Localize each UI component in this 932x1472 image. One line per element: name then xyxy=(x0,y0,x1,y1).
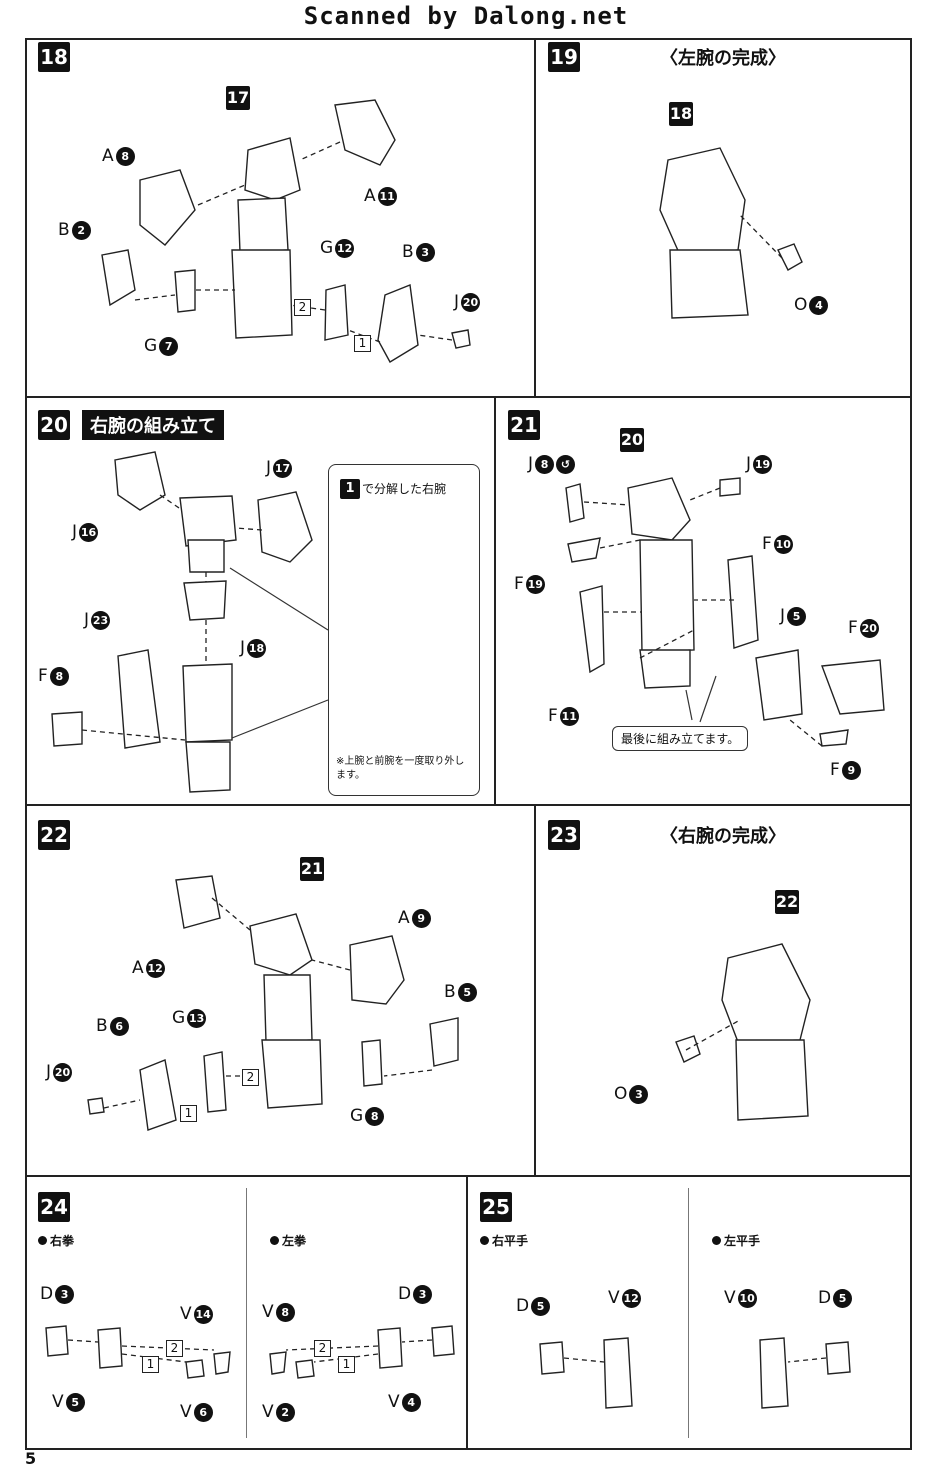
order-marker-1b: 1 xyxy=(180,1105,197,1122)
divider-v2 xyxy=(494,396,496,804)
order-marker-2b: 2 xyxy=(242,1069,259,1086)
step-19-title: 〈左腕の完成〉 xyxy=(660,48,786,69)
step-23-ref: 22 xyxy=(775,890,799,914)
step-24-number: 24 xyxy=(38,1192,70,1222)
order-marker-2c: 2 xyxy=(166,1340,183,1357)
divider-row1 xyxy=(25,396,910,398)
divider-v1 xyxy=(534,38,536,396)
watermark-text: Scanned by Dalong.net xyxy=(303,2,629,30)
callout-note: ※上腕と前腕を一度取り外します。 xyxy=(336,756,465,781)
step-20-number: 20 xyxy=(38,410,70,440)
order-marker-1c: 1 xyxy=(142,1356,159,1373)
divider-v4 xyxy=(466,1175,468,1448)
order-marker-2: 2 xyxy=(294,299,311,316)
step-21-ref: 20 xyxy=(620,428,644,452)
callout-right-arm-disassembled xyxy=(328,464,480,796)
sub-right-open-hand: 右平手 xyxy=(480,1232,528,1249)
page-number: 5 xyxy=(25,1449,37,1468)
step-23-number: 23 xyxy=(548,820,580,850)
step-22-number: 22 xyxy=(38,820,70,850)
step-22-ref: 21 xyxy=(300,857,324,881)
divider-v3 xyxy=(534,804,536,1175)
step-18-ref: 17 xyxy=(226,86,250,110)
step-19-number: 19 xyxy=(548,42,580,72)
step-19-ref: 18 xyxy=(669,102,693,126)
callout-ref: 1 xyxy=(340,479,360,499)
sub-right-fist: 右拳 xyxy=(38,1232,74,1249)
step-23-title: 〈右腕の完成〉 xyxy=(660,826,786,847)
step-18-number: 18 xyxy=(38,42,70,72)
instruction-sheet xyxy=(25,38,912,1450)
step-25-number: 25 xyxy=(480,1192,512,1222)
order-marker-1d: 1 xyxy=(338,1356,355,1373)
divider-row2 xyxy=(25,804,910,806)
step-21-number: 21 xyxy=(508,410,540,440)
step-21-note: 最後に組み立てます。 xyxy=(612,726,749,751)
order-marker-1: 1 xyxy=(354,335,371,352)
divider-v5-dashed xyxy=(246,1188,247,1438)
divider-v6-dashed xyxy=(688,1188,689,1438)
order-marker-2d: 2 xyxy=(314,1340,331,1357)
callout-title: で分解した右腕 xyxy=(362,482,447,496)
sub-left-fist: 左拳 xyxy=(270,1232,306,1249)
step-20-title: 右腕の組み立て xyxy=(82,410,224,440)
sub-left-open-hand: 左平手 xyxy=(712,1232,760,1249)
